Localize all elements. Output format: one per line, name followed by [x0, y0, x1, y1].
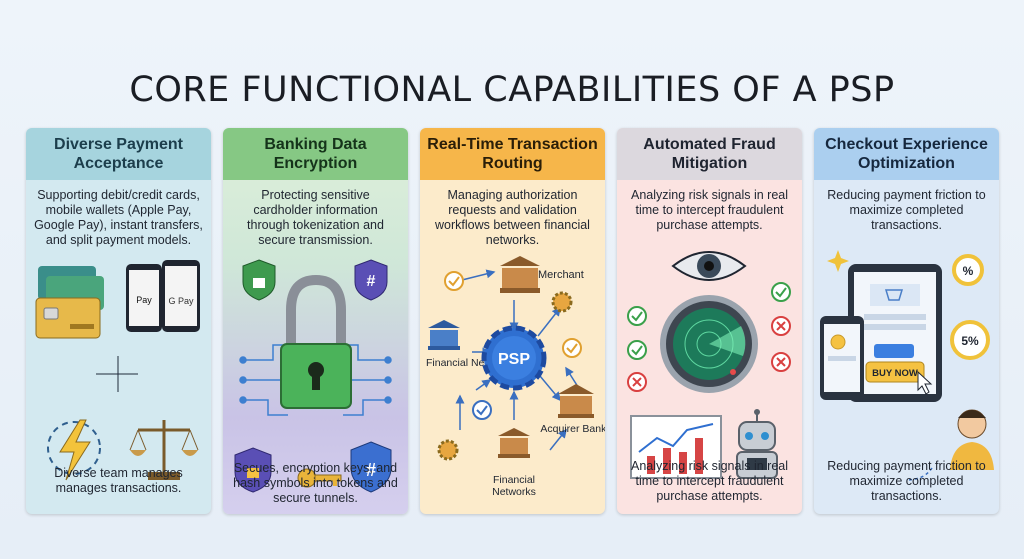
card-heading: Diverse Payment Acceptance: [26, 128, 211, 180]
percent-badge: %: [952, 254, 984, 286]
radar-icon: [660, 295, 758, 393]
payment-illustration: Pay G Pay: [35, 260, 200, 481]
card-footer: Secues, encryption keys, and hash symbol…: [233, 461, 398, 505]
card-heading: Banking Data Encryption: [223, 128, 408, 180]
phone-icon: [820, 316, 864, 400]
google-pay-label: G Pay: [168, 296, 194, 306]
card-checkout-optimization: Checkout Experience Optimization Reducin…: [814, 128, 999, 514]
gear-icon: [437, 439, 459, 461]
eye-icon: [671, 251, 747, 281]
check-icon: [472, 400, 492, 420]
check-icon: [771, 282, 791, 302]
gear-icon: [551, 291, 573, 313]
encryption-illustration: # #: [234, 259, 392, 493]
svg-text:BUY NOW: BUY NOW: [872, 368, 918, 379]
cross-icon: [627, 372, 647, 392]
fraud-illustration: [627, 251, 791, 479]
shield-lock-icon: [242, 259, 276, 301]
merchant-label: Merchant: [538, 269, 584, 281]
page-title: CORE FUNCTIONAL CAPABILITIES OF A PSP: [129, 70, 895, 110]
card-heading: Checkout Experience Optimization: [814, 128, 999, 180]
card-data-encryption: Banking Data Encryption Protecting sensi…: [223, 128, 408, 514]
discount-badge: 5%: [950, 320, 990, 360]
avatar-icon: [950, 409, 994, 470]
cross-icon: [771, 352, 791, 372]
card-footer: Analyzing risk signals in real time to i…: [630, 459, 788, 503]
phone-icon: Pay G Pay: [126, 260, 200, 332]
shield-hash-icon: #: [354, 259, 388, 301]
svg-text:#: #: [367, 273, 376, 290]
check-icon: [627, 306, 647, 326]
bank-icon: [558, 384, 594, 418]
psp-hub: PSP: [481, 325, 547, 391]
financial-networks-bottom-label: Financial Networks: [492, 474, 536, 498]
card-fraud-mitigation: Automated Fraud Mitigation Analyzing ris…: [617, 128, 802, 514]
credit-card-icon: [35, 266, 104, 339]
lightning-icon: [47, 419, 101, 481]
key-icon: [297, 468, 342, 488]
bank-icon: [498, 428, 530, 458]
card-description: Reducing payment friction to maximize co…: [827, 188, 986, 232]
psp-label: PSP: [498, 351, 530, 368]
card-description: Managing authorization requests and vali…: [435, 188, 590, 247]
acquirer-banks-label: Acquirer Banks: [540, 423, 605, 435]
card-description: Supporting debit/credit cards, mobile wa…: [34, 188, 203, 247]
card-transaction-routing: Real-Time Transaction Routing Managing a…: [420, 128, 605, 514]
check-icon: [562, 338, 582, 358]
card-heading: Real-Time Transaction Routing: [420, 128, 605, 180]
scales-icon: [129, 420, 199, 480]
check-icon: [444, 271, 464, 291]
card-payment-acceptance: Diverse Payment Acceptance Supporting de…: [26, 128, 211, 514]
bank-icon: [428, 320, 460, 350]
buy-now-button: BUY NOW: [865, 361, 925, 383]
svg-text:5%: 5%: [961, 334, 979, 348]
routing-diagram: Merchant Financial Networks PSP Acquirer…: [426, 256, 605, 461]
robot-icon: [736, 409, 778, 479]
card-footer: Diverse team manages manages transaction…: [54, 466, 183, 495]
cursor-icon: [917, 370, 933, 395]
cross-icon: [771, 316, 791, 336]
shield-lock-icon: [234, 447, 272, 493]
apple-pay-label: Pay: [136, 295, 152, 305]
svg-text:%: %: [963, 264, 974, 278]
card-heading: Automated Fraud Mitigation: [617, 128, 802, 180]
card-description: Analyzing risk signals in real time to i…: [630, 188, 788, 232]
checkout-illustration: BUY NOW % 5%: [820, 250, 994, 481]
sparkle-icon: [827, 250, 849, 272]
check-icon: [627, 340, 647, 360]
padlock-icon: [280, 274, 352, 409]
bank-icon: [500, 256, 540, 293]
card-description: Protecting sensitive cardholder informat…: [247, 188, 384, 247]
card-footer: Reducing payment friction to maximize co…: [827, 459, 986, 503]
shield-hash-icon: #: [350, 441, 392, 493]
svg-text:#: #: [366, 460, 376, 480]
chart-icon: [630, 415, 722, 479]
